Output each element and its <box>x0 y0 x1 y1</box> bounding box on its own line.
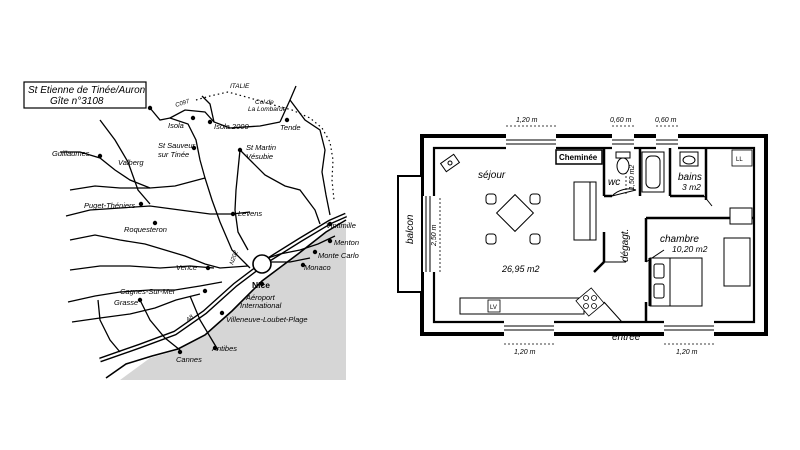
room-bains: bains <box>678 172 702 183</box>
place-vintimille: Vintimille <box>326 221 356 230</box>
place-aeroport-2: International <box>240 301 282 310</box>
map-title-box <box>23 81 147 109</box>
place-cannes: Cannes <box>176 355 202 364</box>
dim-wc: 1,50 m2 <box>629 165 636 190</box>
place-stsauveur-1: St Sauveur <box>158 141 196 150</box>
place-cagnes: Cagnes-Sur-Mer <box>120 287 176 296</box>
place-guillaumes: Guillaumes <box>52 149 90 158</box>
place-aeroport-1: Aéroport <box>245 293 276 302</box>
road-network <box>60 85 336 353</box>
motorway-a8-inner <box>99 213 347 362</box>
place-tende: Tende <box>280 123 301 132</box>
dim-top-left: 1,20 m <box>516 117 538 124</box>
place-isola2000: Isola 2000 <box>214 122 249 131</box>
room-degagt: dégagt. <box>620 229 631 262</box>
window-top-left <box>506 131 556 153</box>
lv-box <box>487 299 501 313</box>
label-lv: LV <box>490 305 497 311</box>
window-bottom-left <box>504 317 554 339</box>
dim-top-wc: 0,60 m <box>610 117 632 124</box>
road-label-c097: C097 <box>175 99 191 109</box>
room-chambre-area: 10,20 m2 <box>672 244 708 254</box>
room-chambre: chambre <box>660 234 699 245</box>
room-wc: wc <box>608 177 620 188</box>
place-grasse: Grasse <box>114 298 138 307</box>
map-subtitle: Gîte n°3108 <box>50 96 104 107</box>
place-antibes: Antibes <box>211 344 237 353</box>
window-top-wc <box>612 131 634 153</box>
ll-box <box>731 149 753 167</box>
room-sejour-area: 26,95 m2 <box>501 264 540 274</box>
country-label: ITALIE <box>230 83 250 90</box>
window-bottom-right <box>664 317 714 339</box>
dim-bottom-left: 1,20 m <box>514 349 536 356</box>
dim-top-bains: 0,60 m <box>655 117 677 124</box>
place-valberg: Valberg <box>118 158 144 167</box>
tv-icon <box>439 153 461 173</box>
place-menton: Menton <box>334 238 359 247</box>
dining-table <box>485 193 541 245</box>
place-nice: Nice <box>252 280 270 290</box>
kitchen-counter <box>459 297 585 315</box>
place-roquesteron: Roquesteron <box>124 225 167 234</box>
road-label-a8: A8 <box>185 314 196 324</box>
place-monaco: Monaco <box>304 263 331 272</box>
map-title: St Etienne de Tinée/Auron <box>28 85 146 96</box>
room-bains-area: 3 m2 <box>682 182 701 192</box>
region-floor-plan: 1,20 m 0,60 m 0,60 m 1,20 m 1,20 m 2,50 … <box>397 117 768 356</box>
window-top-bains <box>656 131 678 153</box>
place-stmartin-1: St Martin <box>246 143 276 152</box>
place-stmartin-2: Vésubie <box>246 152 273 161</box>
room-entree: entrée <box>612 332 641 343</box>
place-vence: Vence <box>176 263 197 272</box>
place-stsauveur-2: sur Tinée <box>158 150 189 159</box>
wardrobe <box>729 207 753 225</box>
dim-bottom-right: 1,20 m <box>676 349 698 356</box>
place-isola: Isola <box>168 121 184 130</box>
fireplace <box>555 149 603 165</box>
pass-label-2: La Lombarde <box>248 106 287 113</box>
pass-label-1: Col de <box>255 99 274 106</box>
place-montecarlo: Monte Carlo <box>318 251 359 260</box>
label-ll: LL <box>736 157 743 163</box>
place-villeneuve: Villeneuve-Loubet-Plage <box>226 315 308 324</box>
town-markers <box>97 105 333 355</box>
coastline <box>105 219 347 379</box>
road-label-n202: N202 <box>229 250 240 266</box>
nice-ring <box>252 254 272 274</box>
sofa <box>573 181 597 241</box>
label-cheminee: Cheminée <box>559 153 598 162</box>
washbasin <box>679 151 699 167</box>
bed <box>648 257 703 307</box>
dim-vertical: 2,50 m <box>431 224 438 247</box>
place-levens: Levens <box>238 209 262 218</box>
place-puget: Puget-Théniers <box>84 201 136 210</box>
bathtub <box>641 151 665 193</box>
toilet <box>615 151 631 175</box>
balcony <box>397 175 423 293</box>
bedroom-desk <box>723 237 751 287</box>
room-sejour: séjour <box>478 170 506 181</box>
region-map: St Etienne de Tinée/Auron Gîte n°3108 IT… <box>23 81 359 380</box>
label-balcon: balcon <box>405 214 416 244</box>
cooktop <box>575 287 605 317</box>
